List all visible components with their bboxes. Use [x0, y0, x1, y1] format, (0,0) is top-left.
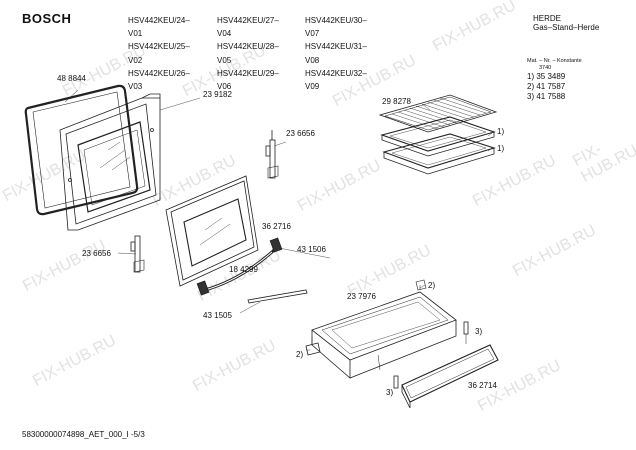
callout-part-number: 36 2714 [468, 381, 497, 390]
appliance-category: HERDE Gas–Stand–Herde [533, 14, 599, 32]
leader-lines [117, 97, 493, 351]
callout-part-number: 23 6656 [82, 249, 111, 258]
baking-tray-2 [382, 133, 496, 175]
trim-bar [247, 289, 308, 304]
door-handle [196, 237, 283, 296]
baking-tray-1 [380, 116, 496, 157]
brand-logo-text: BOSCH [22, 11, 72, 26]
material-label: Mat. – Nr. – Konstante [527, 58, 582, 64]
document-footer: 58300000074898_AET_000_I -5/3 [22, 430, 145, 439]
category-subtitle: Gas–Stand–Herde [533, 23, 600, 32]
footnote-marker: 2) [296, 350, 304, 359]
oven-rack [378, 94, 498, 133]
footnote-marker: 3) [386, 388, 394, 397]
footnote-marker: 2) [428, 281, 436, 290]
drawer-front-panel [401, 344, 499, 409]
callout-part-number: 36 2716 [262, 222, 291, 231]
model-item: HSV442KEU/25–V02 [128, 42, 190, 65]
material-value: 3740 [539, 65, 552, 71]
model-item: HSV442KEU/24–V01 [128, 16, 190, 39]
callout-part-number: 18 4299 [229, 265, 258, 274]
model-item: HSV442KEU/27–V04 [217, 16, 279, 39]
parts-list-item: 1) 35 3489 [527, 72, 566, 81]
parts-list-item: 2) 41 7587 [527, 82, 566, 91]
callout-part-number: 23 9182 [203, 90, 232, 99]
footnote-marker: 1) [497, 127, 505, 136]
footnote-marker: 3) [475, 327, 483, 336]
door-seal [24, 84, 139, 216]
model-item: HSV442KEU/30–V07 [305, 16, 367, 39]
callout-part-number: 29 8278 [382, 97, 411, 106]
callout-part-number: 23 6656 [286, 129, 315, 138]
model-item: HSV442KEU/32–V09 [305, 68, 367, 92]
drawer-slide-clip [305, 338, 321, 356]
material-constant: Mat. – Nr. – Konstante 3740 [527, 58, 582, 72]
model-item: HSV442KEU/28–V05 [217, 42, 279, 65]
callout-part-number: 48 8844 [57, 74, 86, 83]
door-hinge-right [265, 130, 279, 179]
model-item: HSV442KEU/29–V06 [217, 68, 279, 92]
storage-drawer [311, 279, 457, 379]
parts-list-item: 3) 41 7588 [527, 92, 566, 101]
outer-door-glass [165, 175, 259, 287]
drawer-fastener [393, 321, 469, 389]
callout-part-number: 43 1506 [297, 245, 326, 254]
callout-part-number: 43 1505 [203, 311, 232, 320]
model-item: HSV442KEU/26–V03 [128, 68, 190, 92]
model-column-3: HSV442KEU/30–V07 HSV442KEU/31–V08 HSV442… [305, 14, 367, 93]
inner-door-frame [59, 93, 161, 231]
model-column-2: HSV442KEU/27–V04 HSV442KEU/28–V05 HSV442… [217, 14, 279, 93]
parts-list: 1) 35 3489 2) 41 7587 3) 41 7588 [527, 72, 565, 102]
model-item: HSV442KEU/31–V08 [305, 42, 367, 65]
category-title: HERDE [533, 14, 562, 23]
footnote-marker: 1) [497, 144, 505, 153]
model-column-1: HSV442KEU/24–V01 HSV442KEU/25–V02 HSV442… [128, 14, 190, 93]
callout-part-number: 23 7976 [347, 292, 376, 301]
